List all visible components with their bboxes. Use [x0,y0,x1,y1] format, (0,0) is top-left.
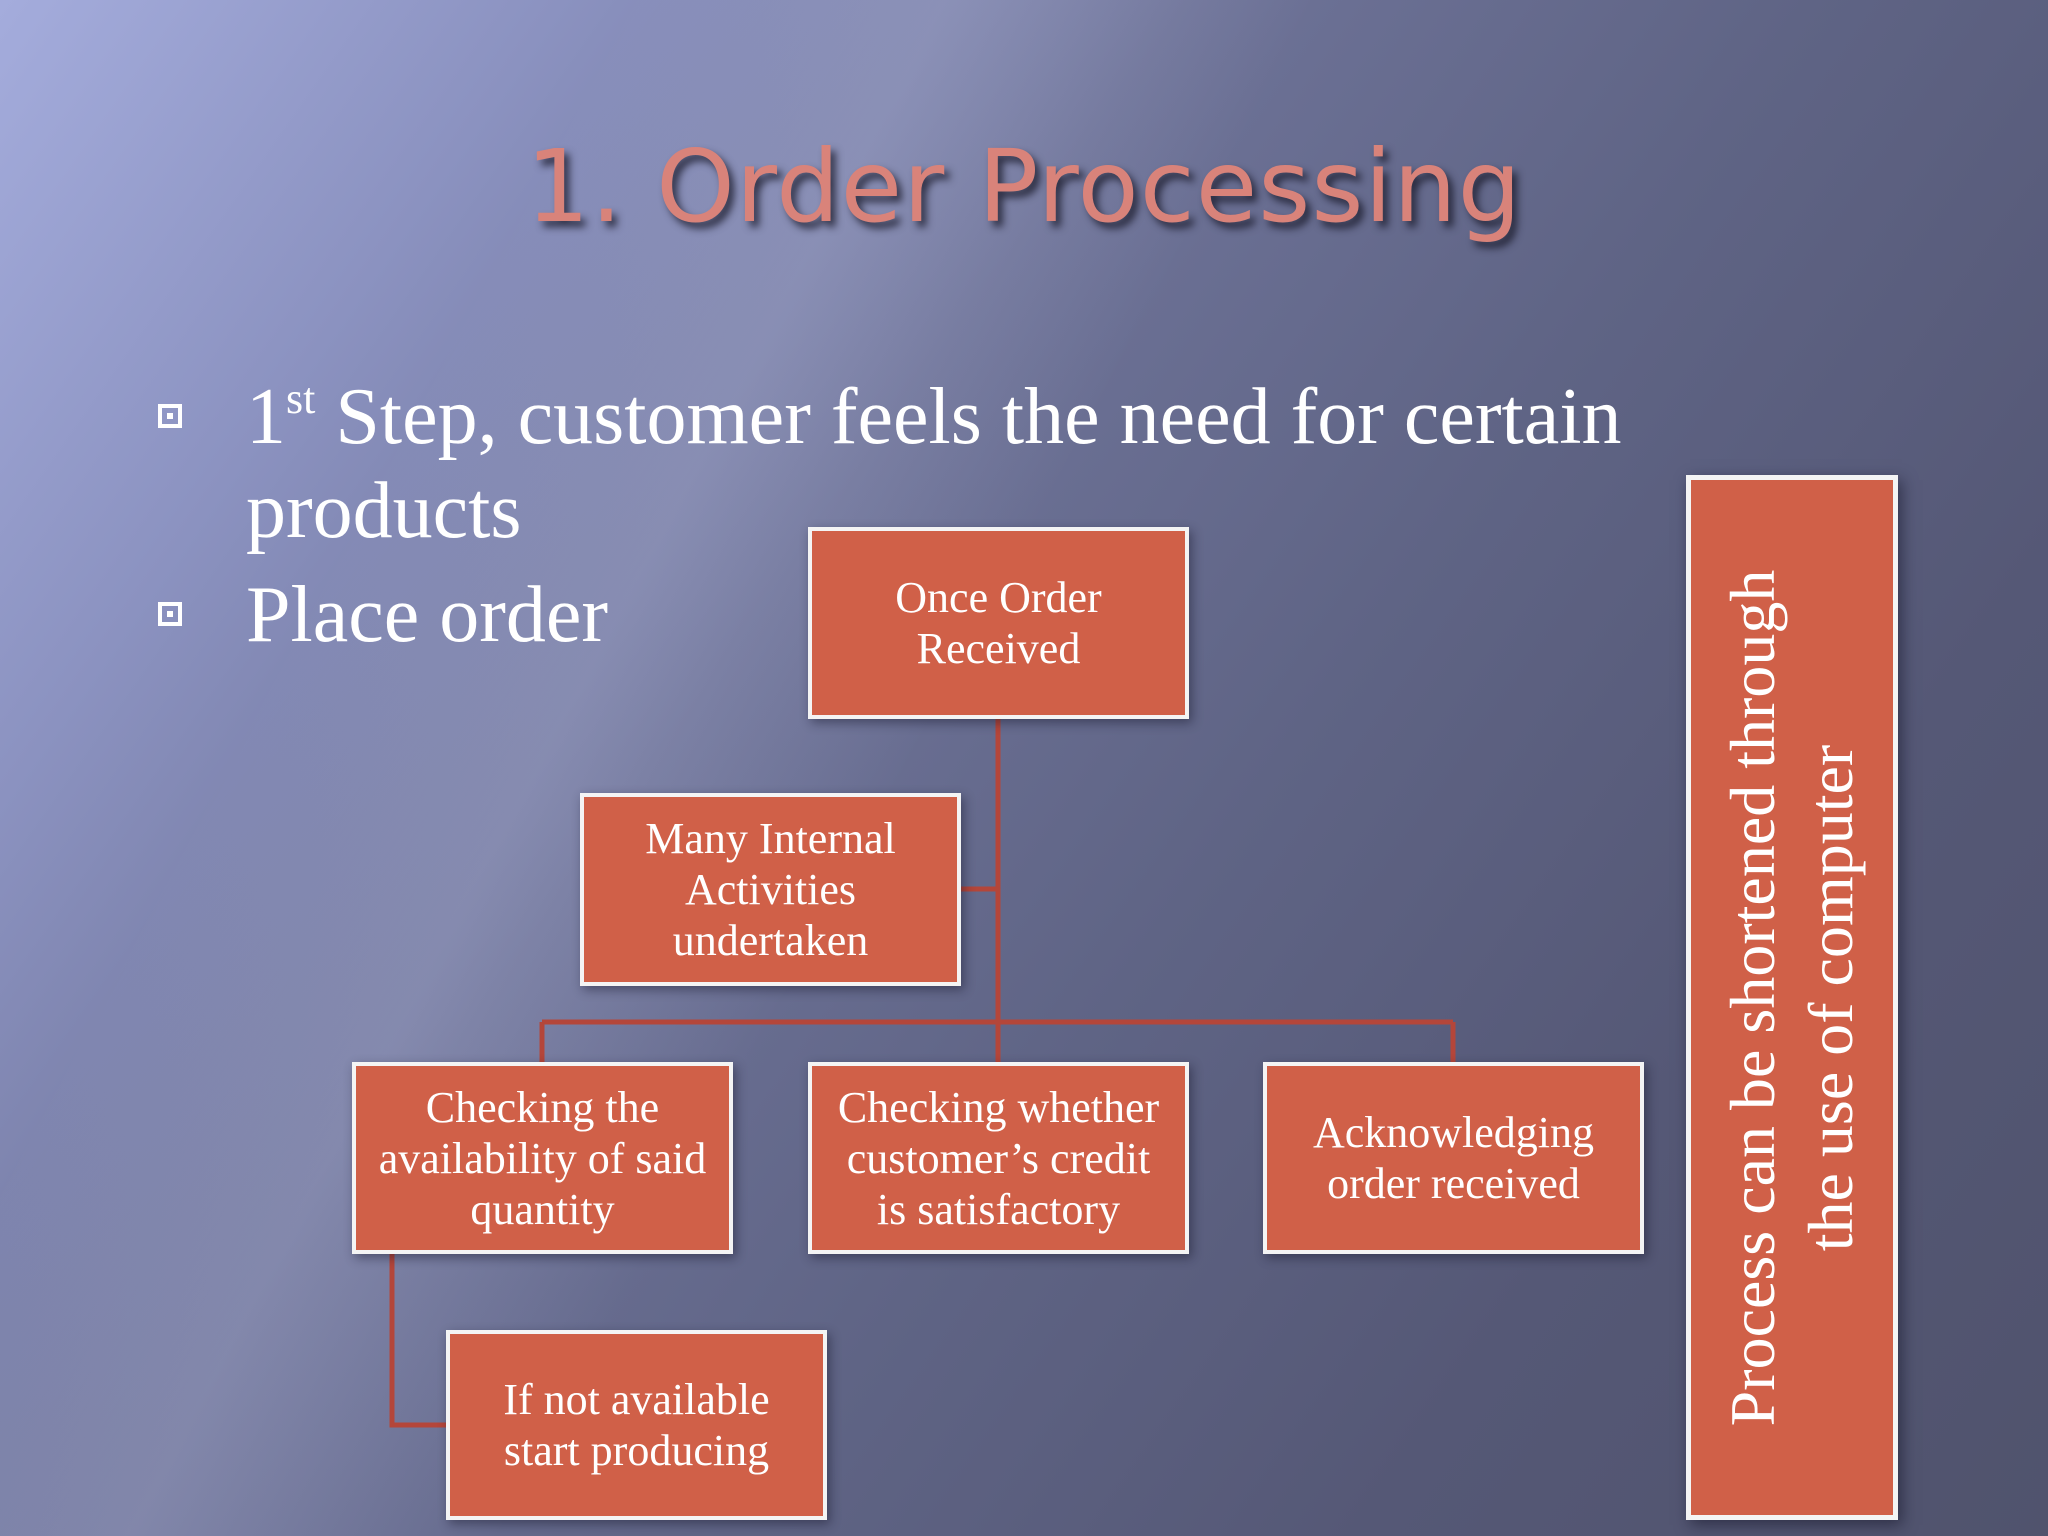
square-bullet-icon [158,404,182,428]
side-note-text: Process can be shortened through the use… [1717,569,1866,1426]
slide-title: 1. Order Processing [525,128,1523,245]
bullet-superscript: st [286,374,316,423]
square-bullet-icon [158,602,182,626]
bullet-list: 1st Step, customer feels the need for ce… [150,370,1800,662]
bullet-item-place-order: Place order [150,568,1800,662]
bullet-prefix: 1 [246,373,286,461]
bullet-text: Step, customer feels the need for certai… [246,373,1622,555]
node-start-producing: If not available start producing [446,1330,827,1520]
node-check-availability: Checking the availability of said quanti… [352,1062,733,1254]
node-order-received: Once Order Received [808,527,1189,719]
node-internal-activities: Many Internal Activities undertaken [580,793,961,986]
node-acknowledge-order: Acknowledging order received [1263,1062,1644,1254]
connector-produce [389,1254,446,1428]
node-check-credit: Checking whether customer’s credit is sa… [808,1062,1189,1254]
bullet-text: Place order [246,571,609,659]
side-note-box: Process can be shortened through the use… [1686,475,1898,1520]
bullet-item-first-step: 1st Step, customer feels the need for ce… [150,370,1800,558]
